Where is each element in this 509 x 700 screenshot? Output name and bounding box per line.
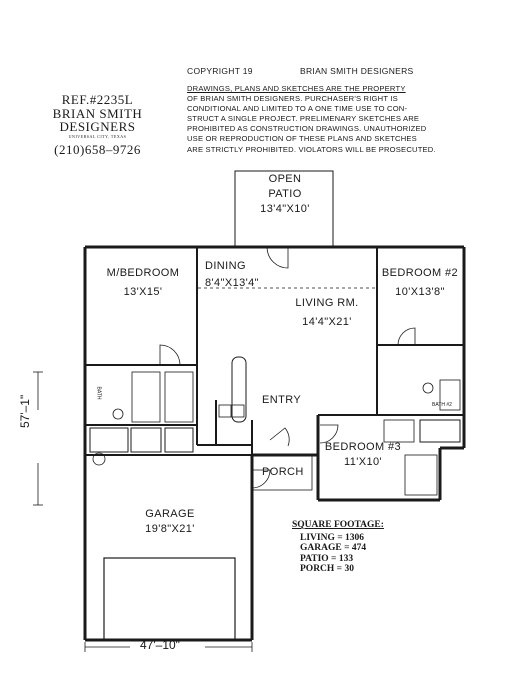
bedroom2-name: BEDROOM #2: [381, 267, 459, 279]
porch-label: PORCH: [262, 466, 304, 478]
bath-label: BATH: [95, 386, 102, 400]
bedroom3-name: BEDROOM #3: [324, 441, 402, 453]
depth-dimension: 57'–1": [18, 394, 32, 428]
living-room-name: LIVING RM.: [295, 297, 359, 309]
dining-label: DINING 8'4"X13'4": [205, 259, 259, 291]
master-bedroom-size: 13'X15': [123, 286, 163, 298]
sqft-item: PATIO = 133: [300, 553, 354, 564]
garage-door: [103, 557, 236, 641]
patio-name: OPEN: [268, 173, 302, 185]
toilet-master: [112, 408, 124, 420]
tub-master: [89, 427, 129, 453]
width-dimension: 47'–10": [140, 638, 180, 652]
range: [218, 404, 232, 418]
disclaimer-line: CONDITIONAL AND LIMITED TO A ONE TIME US…: [187, 104, 408, 114]
patio-size: 13'4"X10': [260, 203, 310, 215]
closet-master-2: [131, 371, 161, 423]
dining-size: 8'4"X13'4": [205, 277, 259, 289]
sqft-item: LIVING = 1306: [300, 532, 365, 543]
kitchen-counter: [231, 356, 247, 423]
bedroom2-size: 10'X13'8": [395, 286, 445, 298]
water-heater: [92, 452, 106, 466]
closet-bed3: [404, 454, 438, 496]
closet-master: [164, 371, 194, 423]
stamp-line1: BRIAN SMITH: [52, 106, 143, 121]
entry-label: ENTRY: [262, 394, 302, 406]
exterior-walls: [83, 245, 466, 642]
disclaimer-line: PROHIBITED AS CONSTRUCTION DRAWINGS. UNA…: [187, 124, 427, 134]
living-room-size: 14'4"X21': [302, 316, 352, 328]
vanity-bath2: [383, 419, 415, 443]
bedroom2-label: BEDROOM #2 10'X13'8": [378, 266, 462, 300]
garage-name: GARAGE: [145, 508, 195, 520]
master-bedroom-label: M/BEDROOM 13'X15': [95, 266, 191, 300]
patio-name2: PATIO: [268, 188, 302, 200]
designer-stamp: REF.#2235L BRIAN SMITH DESIGNERS UNIVERS…: [40, 93, 155, 157]
patio-label: OPEN PATIO 13'4"X10': [250, 172, 320, 217]
dimension-lines: [33, 371, 253, 652]
linen-bath2: [439, 379, 461, 411]
stamp-line2: DESIGNERS: [59, 119, 136, 134]
ref-number: REF.#2235L: [61, 92, 134, 107]
stamp-phone: (210)658–9726: [54, 142, 141, 157]
stamp-city: UNIVERSAL CITY, TEXAS: [68, 134, 127, 139]
sqft-item: GARAGE = 474: [300, 543, 367, 553]
porch-outline: [251, 454, 313, 491]
disclaimer-line: OF BRIAN SMITH DESIGNERS. PURCHASER'S RI…: [187, 94, 398, 104]
garage-size: 19'8"X21': [145, 523, 195, 535]
vanity-master: [130, 427, 162, 453]
sqft-item: PORCH = 30: [300, 564, 354, 574]
toilet-bath2: [422, 382, 434, 394]
disclaimer-line: DRAWINGS, PLANS AND SKETCHES ARE THE PRO…: [187, 84, 406, 93]
disclaimer: DRAWINGS, PLANS AND SKETCHES ARE THE PRO…: [187, 84, 436, 155]
dining-name: DINING: [205, 260, 246, 272]
bedroom3-size: 11'X10': [344, 456, 382, 468]
sink-cabinet: [231, 404, 245, 418]
copyright-label: COPYRIGHT 19: [187, 66, 253, 76]
shower-master: [164, 427, 194, 453]
living-room-label: LIVING RM. 14'4"X21': [282, 296, 372, 330]
designer-header: BRIAN SMITH DESIGNERS: [300, 66, 414, 76]
door-swings: [159, 246, 416, 489]
square-footage: SQUARE FOOTAGE: LIVING = 1306 GARAGE = 4…: [292, 520, 384, 575]
garage-label: GARAGE 19'8"X21': [120, 507, 220, 537]
disclaimer-line: STRUCT A SINGLE PROJECT. PRELIMENARY SKE…: [187, 114, 420, 124]
disclaimer-line: USE OR REPRODUCTION OF THESE PLANS AND S…: [187, 134, 417, 144]
master-bedroom-name: M/BEDROOM: [106, 267, 180, 279]
sqft-title: SQUARE FOOTAGE:: [292, 520, 384, 530]
interior-walls: [85, 247, 464, 456]
bath2-label: BATH #2: [432, 402, 452, 408]
tub-bath2: [419, 419, 461, 443]
bedroom3-label: BEDROOM #3 11'X10': [322, 440, 404, 470]
disclaimer-line: ARE STRICTLY PROHIBITED. VIOLATORS WILL …: [187, 144, 436, 154]
